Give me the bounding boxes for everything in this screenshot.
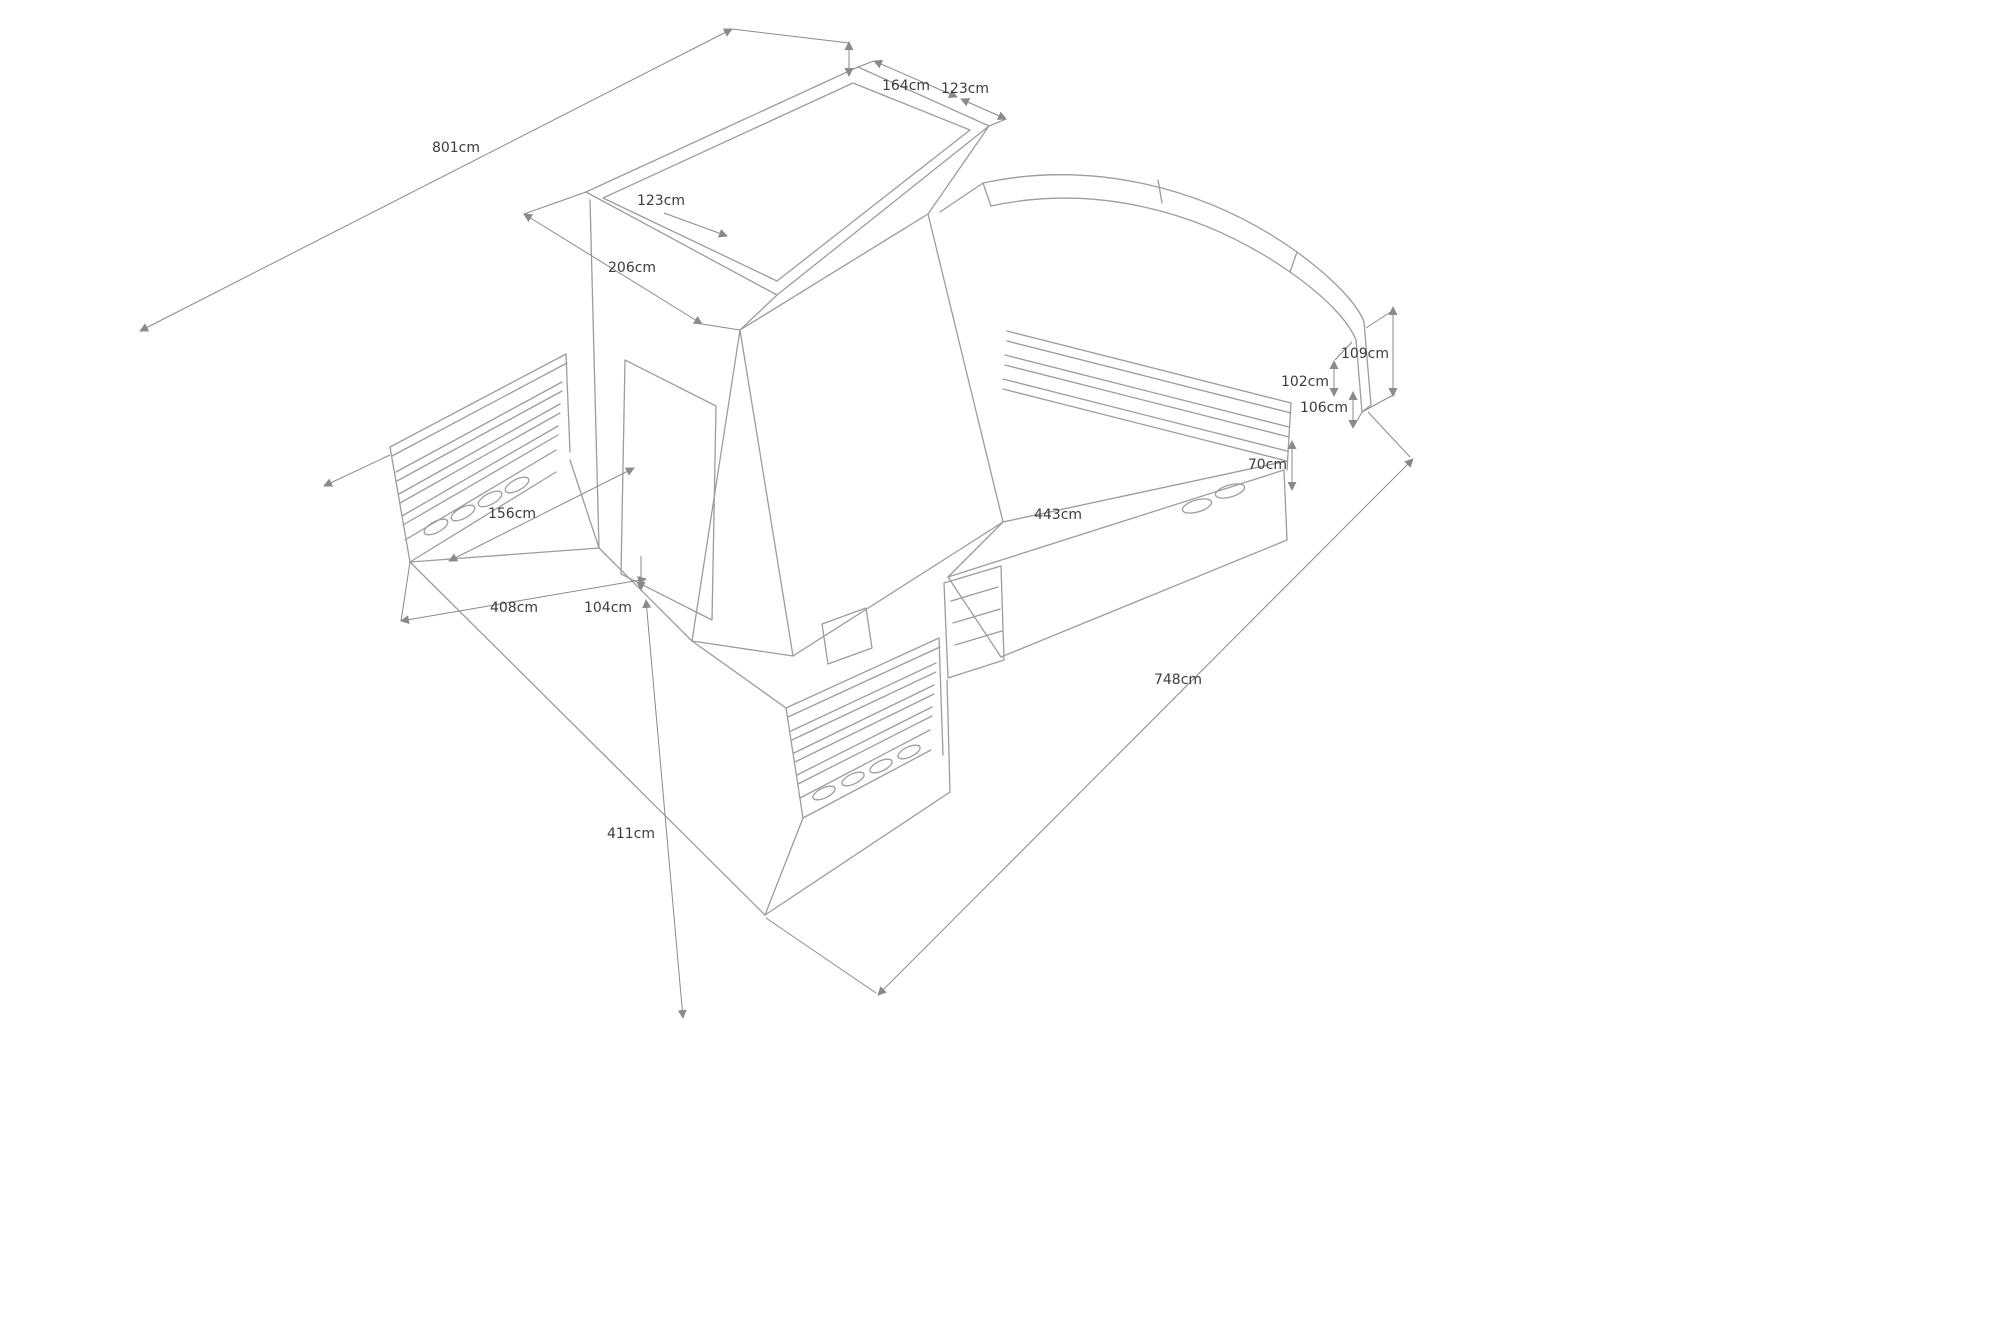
slat-line — [1006, 330, 1292, 404]
extension-line — [400, 561, 411, 622]
dimension-lines — [139, 28, 1414, 1019]
rail-top-edge — [389, 353, 567, 448]
dim-206-label: 206cm — [608, 260, 656, 276]
leader-left-extent — [323, 454, 391, 487]
rail-post — [565, 353, 571, 453]
screen-inner-outline — [602, 82, 971, 282]
dim-line-156 — [448, 467, 635, 562]
extension-line — [857, 60, 875, 68]
extension-line — [1367, 411, 1411, 458]
port-railing — [389, 353, 571, 563]
slat-line — [1004, 364, 1290, 438]
extension-line — [701, 323, 741, 331]
windshield — [739, 213, 1004, 657]
extension-line — [765, 917, 877, 994]
tower-right-edge — [691, 329, 741, 642]
dim-801-label: 801cm — [432, 140, 480, 156]
tower-bottom-edge — [691, 640, 794, 657]
rail-seams — [1157, 179, 1298, 273]
rail-post — [938, 637, 944, 756]
rail-end-caps — [982, 182, 1372, 413]
deck-edge — [409, 547, 600, 563]
hull-end-edge — [1283, 469, 1288, 541]
curved-rail — [939, 174, 1372, 413]
extension-line — [988, 118, 1007, 127]
console-step — [821, 607, 873, 665]
dim-line-206 — [523, 213, 703, 325]
rail-inner-curve — [990, 197, 1357, 341]
dim-123-screen-label: 123cm — [637, 193, 685, 209]
dim-156-label: 156cm — [488, 506, 536, 522]
handhold-oval — [812, 785, 836, 801]
slat-line — [1002, 378, 1288, 452]
hull-bottom-edge — [1000, 539, 1288, 658]
rail-top-edge — [391, 362, 568, 457]
leader-123-screen — [663, 212, 728, 238]
dim-748-label: 748cm — [1154, 672, 1202, 688]
dim-102-label: 102cm — [1281, 374, 1329, 390]
tower-fold-edge — [739, 294, 778, 331]
structure-lines — [389, 66, 1372, 916]
extension-line — [1353, 411, 1363, 427]
hull-and-deck — [409, 459, 951, 916]
handhold-oval — [504, 476, 530, 494]
dim-164-label: 164cm — [882, 78, 930, 94]
extension-line — [523, 191, 587, 215]
dim-line-748 — [877, 458, 1414, 996]
slat-line — [395, 381, 563, 473]
slat-line — [401, 425, 559, 517]
cleat-oval — [1181, 498, 1213, 514]
mid-slat-panel — [943, 565, 1005, 679]
extension-line — [1361, 393, 1396, 413]
handhold-oval — [841, 771, 865, 787]
dim-104-label: 104cm — [584, 600, 632, 616]
panel-band-edge — [802, 749, 932, 819]
slat-line — [399, 412, 561, 504]
rail-post — [785, 707, 804, 819]
dim-411-label: 411cm — [607, 826, 655, 842]
hull-top-edge — [947, 469, 1285, 578]
dim-106-label: 106cm — [1300, 400, 1348, 416]
hull-front-right-edge — [946, 679, 951, 793]
extension-line — [1334, 341, 1353, 361]
slat-line — [954, 630, 1003, 646]
rail-rear-link — [939, 182, 984, 213]
rail-post — [389, 446, 411, 563]
hull-front-edge — [764, 817, 804, 916]
dim-123-top-label: 123cm — [941, 81, 989, 97]
rail-outer-curve — [982, 174, 1365, 323]
slat-line — [1002, 388, 1288, 462]
slat-line — [1004, 354, 1290, 428]
slat-line — [396, 390, 563, 482]
bow-railing — [785, 637, 944, 819]
panel-outline — [943, 565, 1005, 679]
extension-line — [1365, 308, 1396, 329]
handhold-oval — [869, 758, 893, 774]
dimension-labels: 801cm 164cm 123cm 123cm 206cm 109cm 102c… — [432, 78, 1389, 842]
slat-line — [398, 403, 561, 495]
dim-109-label: 109cm — [1341, 346, 1389, 362]
deck-edge — [691, 640, 787, 709]
dim-line-801 — [139, 28, 733, 332]
dim-line-164 — [873, 60, 958, 98]
hull-front-right-edge — [764, 791, 951, 916]
tower-left-edge — [589, 199, 600, 549]
dim-70-label: 70cm — [1248, 457, 1287, 473]
handhold-oval — [423, 518, 449, 536]
dim-408-label: 408cm — [490, 600, 538, 616]
tower-base-edge — [598, 547, 693, 642]
dim-line-123-top — [960, 98, 1007, 120]
dim-line-408 — [400, 575, 647, 625]
starboard-bulwark — [1002, 330, 1292, 523]
deck-edge — [569, 459, 600, 549]
dim-line-411 — [642, 599, 687, 1019]
screen-support-edge — [927, 125, 990, 215]
dim-443-label: 443cm — [1034, 507, 1082, 523]
slat-line — [950, 586, 999, 602]
extension-line — [731, 28, 850, 44]
slat-line — [1006, 340, 1292, 414]
